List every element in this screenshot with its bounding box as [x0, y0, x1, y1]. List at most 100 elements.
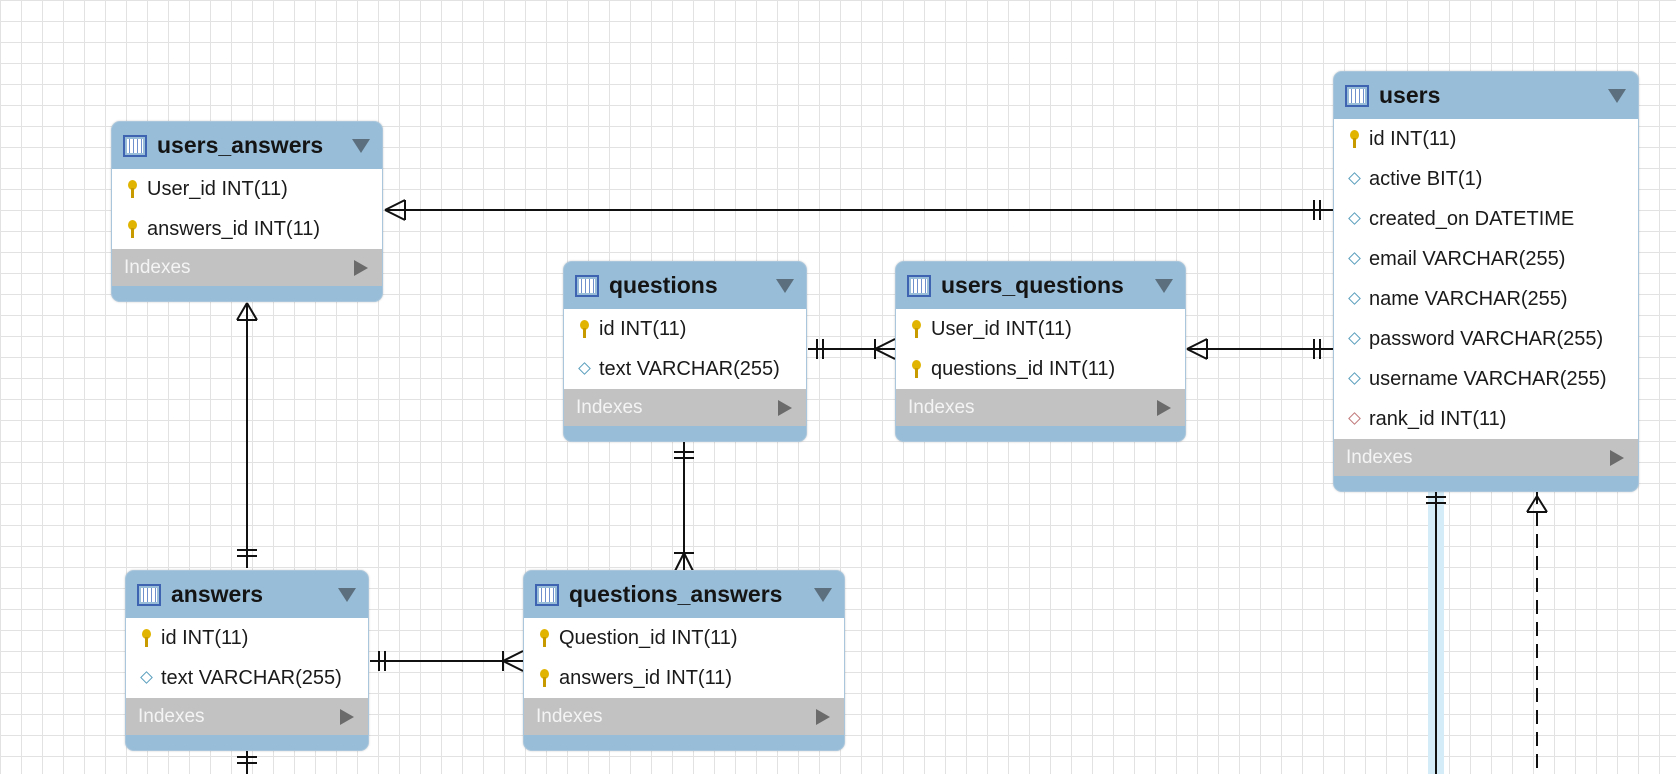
column-row[interactable]: Question_id INT(11): [524, 618, 844, 658]
table-title: users_answers: [157, 132, 324, 158]
column-row[interactable]: questions_id INT(11): [896, 349, 1185, 389]
key-icon: [139, 628, 155, 648]
column-row[interactable]: username VARCHAR(255): [1334, 359, 1638, 399]
table-users[interactable]: users id INT(11) active BIT(1) created_o…: [1333, 71, 1639, 492]
table-header[interactable]: users: [1334, 72, 1638, 119]
triangle-down-icon[interactable]: [338, 587, 356, 602]
column-label: text VARCHAR(255): [599, 357, 780, 380]
relation-users-users-answers[interactable]: [384, 199, 1334, 221]
column-row[interactable]: answers_id INT(11): [524, 658, 844, 698]
indexes-section[interactable]: Indexes: [524, 698, 844, 735]
table-header[interactable]: users_answers: [112, 122, 382, 169]
relation-users-answers-answers[interactable]: [236, 302, 258, 568]
column-label: User_id INT(11): [147, 177, 288, 200]
indexes-label: Indexes: [576, 396, 643, 418]
key-icon: [537, 628, 553, 648]
column-label: id INT(11): [599, 317, 687, 340]
relation-users-offscreen-solid[interactable]: [1426, 490, 1446, 774]
table-header[interactable]: questions_answers: [524, 571, 844, 618]
diamond-icon: [139, 668, 155, 688]
column-row[interactable]: answers_id INT(11): [112, 209, 382, 249]
triangle-right-icon[interactable]: [1610, 449, 1624, 466]
triangle-down-icon[interactable]: [814, 587, 832, 602]
column-row[interactable]: id INT(11): [564, 309, 806, 349]
column-label: text VARCHAR(255): [161, 666, 342, 689]
triangle-down-icon[interactable]: [1155, 278, 1173, 293]
column-row[interactable]: User_id INT(11): [896, 309, 1185, 349]
relation-answers-offscreen[interactable]: [237, 749, 257, 774]
triangle-right-icon[interactable]: [340, 708, 354, 725]
indexes-section[interactable]: Indexes: [564, 389, 806, 426]
key-icon: [909, 359, 925, 379]
table-grid-icon: [137, 583, 161, 606]
column-label: questions_id INT(11): [931, 357, 1116, 380]
table-users-questions[interactable]: users_questions User_id INT(11) question…: [895, 261, 1186, 442]
table-grid-icon: [1345, 84, 1369, 107]
column-row[interactable]: User_id INT(11): [112, 169, 382, 209]
triangle-down-icon[interactable]: [776, 278, 794, 293]
diamond-icon: [1347, 209, 1363, 229]
triangle-down-icon[interactable]: [1608, 88, 1626, 103]
fk-diamond-icon: [1347, 409, 1363, 429]
relation-answers-questions-answers[interactable]: [370, 650, 524, 672]
diamond-icon: [577, 359, 593, 379]
diamond-icon: [1347, 329, 1363, 349]
triangle-right-icon[interactable]: [816, 708, 830, 725]
indexes-section[interactable]: Indexes: [112, 249, 382, 286]
indexes-section[interactable]: Indexes: [1334, 439, 1638, 476]
column-row[interactable]: created_on DATETIME: [1334, 199, 1638, 239]
column-row[interactable]: id INT(11): [1334, 119, 1638, 159]
column-list: User_id INT(11) questions_id INT(11): [896, 309, 1185, 389]
column-label: rank_id INT(11): [1369, 407, 1507, 430]
triangle-right-icon[interactable]: [354, 259, 368, 276]
indexes-label: Indexes: [138, 705, 205, 727]
triangle-right-icon[interactable]: [1157, 399, 1171, 416]
indexes-label: Indexes: [1346, 446, 1413, 468]
table-header[interactable]: users_questions: [896, 262, 1185, 309]
table-grid-icon: [575, 274, 599, 297]
table-header[interactable]: answers: [126, 571, 368, 618]
triangle-right-icon[interactable]: [778, 399, 792, 416]
relation-questions-questions-answers[interactable]: [673, 442, 695, 574]
table-answers[interactable]: answers id INT(11) text VARCHAR(255) Ind…: [125, 570, 369, 751]
table-title: questions: [609, 272, 718, 298]
column-row[interactable]: email VARCHAR(255): [1334, 239, 1638, 279]
relation-users-users-questions[interactable]: [1186, 338, 1334, 360]
column-list: id INT(11) active BIT(1) created_on DATE…: [1334, 119, 1638, 439]
column-label: answers_id INT(11): [559, 666, 733, 689]
relation-questions-users-questions[interactable]: [808, 338, 896, 360]
column-row[interactable]: password VARCHAR(255): [1334, 319, 1638, 359]
table-header[interactable]: questions: [564, 262, 806, 309]
indexes-section[interactable]: Indexes: [126, 698, 368, 735]
key-icon: [125, 219, 141, 239]
indexes-section[interactable]: Indexes: [896, 389, 1185, 426]
indexes-label: Indexes: [124, 256, 191, 278]
column-row[interactable]: id INT(11): [126, 618, 368, 658]
column-label: id INT(11): [1369, 127, 1457, 150]
column-row[interactable]: text VARCHAR(255): [126, 658, 368, 698]
diamond-icon: [1347, 169, 1363, 189]
table-questions[interactable]: questions id INT(11) text VARCHAR(255) I…: [563, 261, 807, 442]
column-label: id INT(11): [161, 626, 249, 649]
table-questions-answers[interactable]: questions_answers Question_id INT(11) an…: [523, 570, 845, 751]
table-users-answers[interactable]: users_answers User_id INT(11) answers_id…: [111, 121, 383, 302]
indexes-label: Indexes: [908, 396, 975, 418]
column-label: password VARCHAR(255): [1369, 327, 1604, 350]
key-icon: [909, 319, 925, 339]
key-icon: [577, 319, 593, 339]
column-row[interactable]: name VARCHAR(255): [1334, 279, 1638, 319]
column-row[interactable]: text VARCHAR(255): [564, 349, 806, 389]
indexes-label: Indexes: [536, 705, 603, 727]
relation-users-offscreen-dashed[interactable]: [1526, 490, 1548, 774]
key-icon: [125, 179, 141, 199]
column-label: name VARCHAR(255): [1369, 287, 1568, 310]
triangle-down-icon[interactable]: [352, 138, 370, 153]
column-label: username VARCHAR(255): [1369, 367, 1607, 390]
column-row[interactable]: active BIT(1): [1334, 159, 1638, 199]
column-row[interactable]: rank_id INT(11): [1334, 399, 1638, 439]
column-label: active BIT(1): [1369, 167, 1483, 190]
column-label: User_id INT(11): [931, 317, 1072, 340]
column-list: id INT(11) text VARCHAR(255): [126, 618, 368, 698]
table-title: answers: [171, 581, 264, 607]
diamond-icon: [1347, 249, 1363, 269]
